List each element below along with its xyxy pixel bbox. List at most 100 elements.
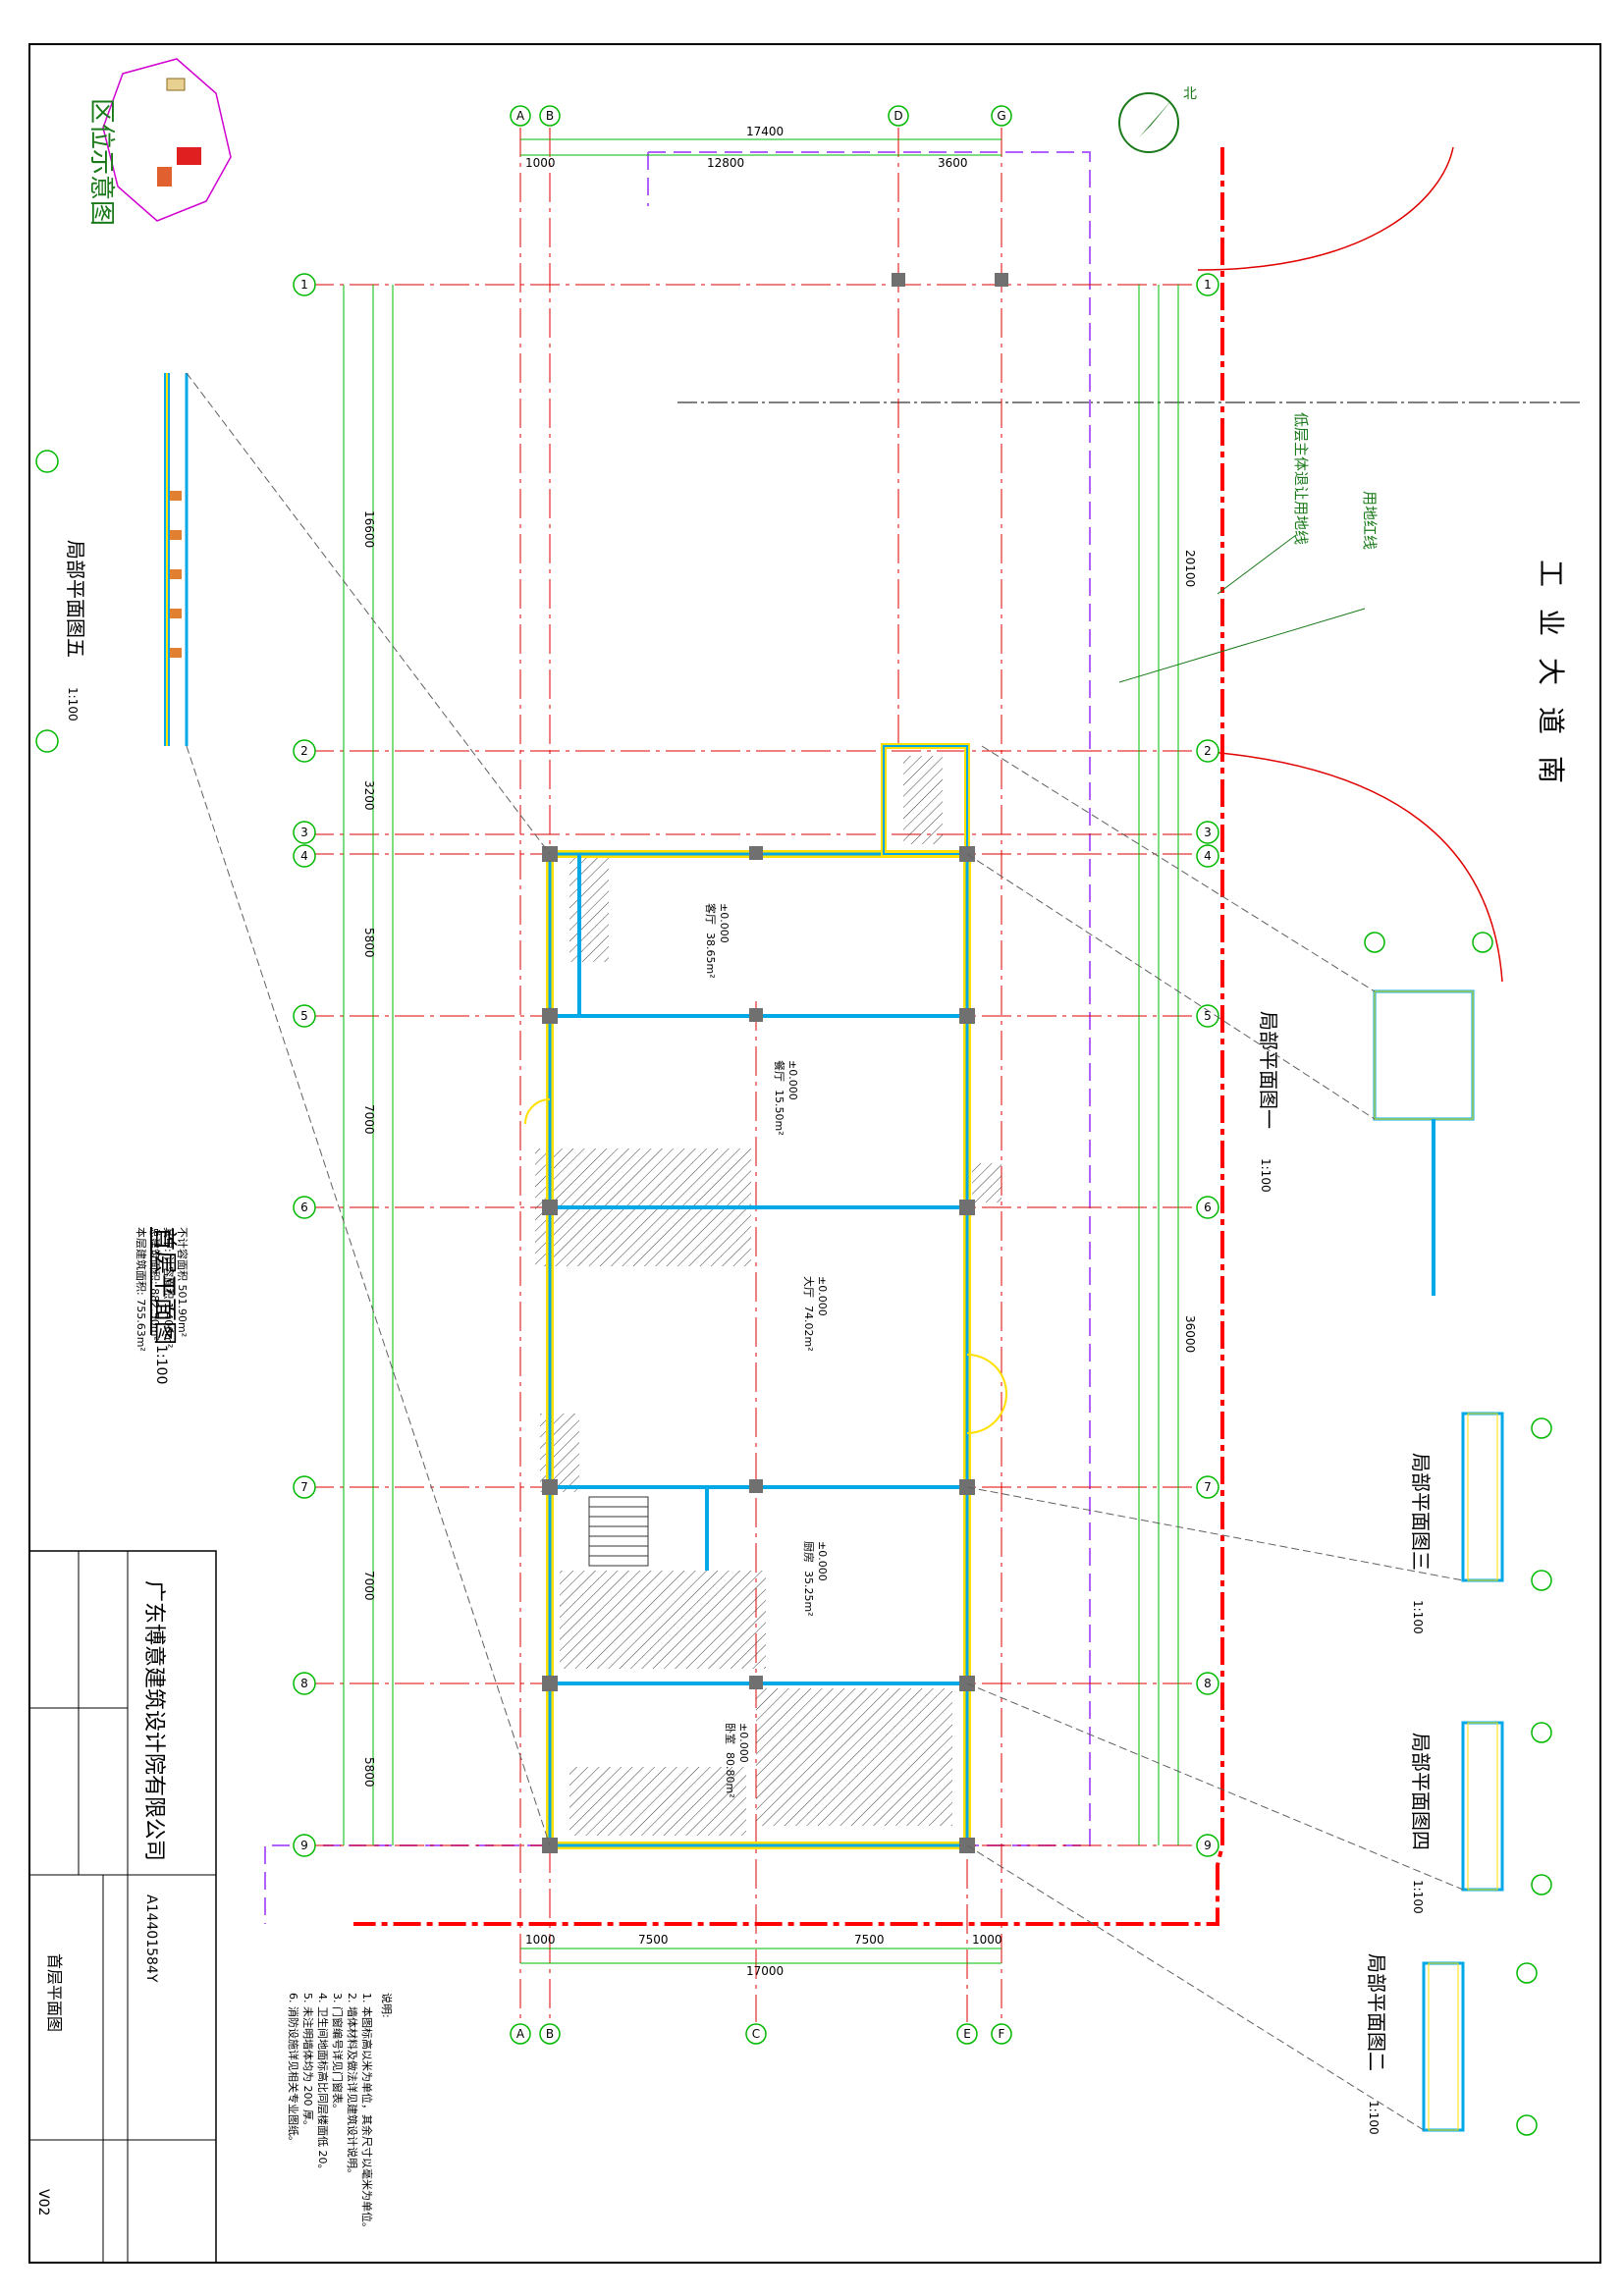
dim-bottom-part: 7500 bbox=[638, 1933, 669, 1947]
svg-text:A: A bbox=[516, 2027, 525, 2041]
grid-bubbles-bottom: A B C E F bbox=[510, 2023, 1012, 2045]
location-map: 区位示意图 bbox=[86, 58, 232, 226]
boundary-label: 用地红线 bbox=[1361, 491, 1379, 550]
detail-plan-1: 局部平面图一 1:100 bbox=[1257, 932, 1493, 1296]
building-walls bbox=[524, 273, 1008, 1853]
grid-bubbles-left: 1 2 3 4 5 6 7 8 9 bbox=[293, 273, 316, 1857]
room-dining: 餐厅 15.50m² ±0.000 bbox=[773, 1060, 799, 1136]
svg-text:±0.000: ±0.000 bbox=[718, 903, 731, 943]
road-edge bbox=[1197, 146, 1454, 271]
dim-left: 5800 bbox=[362, 928, 376, 958]
dim-bottom-part: 1000 bbox=[972, 1933, 1002, 1947]
svg-text:局部平面图一: 局部平面图一 bbox=[1257, 1011, 1280, 1129]
north-arrow-icon: 北 bbox=[1118, 86, 1197, 153]
dim-top-part: 12800 bbox=[707, 156, 744, 170]
svg-text:局部平面图三: 局部平面图三 bbox=[1409, 1453, 1433, 1571]
svg-text:1:100: 1:100 bbox=[153, 1345, 169, 1384]
svg-text:6: 6 bbox=[300, 1201, 308, 1214]
title-block: 广东博意建筑设计院有限公司 A14401584Y 首层平面图 V02 bbox=[28, 1550, 217, 2264]
general-notes: 说明: 1. 本图标高以米为单位，其余尺寸以毫米为单位。 2. 墙体材料及做法详… bbox=[287, 1993, 394, 2233]
svg-text:2: 2 bbox=[1204, 744, 1212, 758]
svg-text:7: 7 bbox=[300, 1480, 308, 1494]
area-notes: 本层建筑面积: 755.63m² 总建筑面积: 882.50m² 其中: 计容面… bbox=[135, 1227, 189, 1352]
dim-left: 5800 bbox=[362, 1757, 376, 1788]
svg-text:D: D bbox=[893, 109, 902, 123]
svg-text:9: 9 bbox=[300, 1839, 308, 1852]
svg-text:1:100: 1:100 bbox=[1259, 1158, 1272, 1193]
svg-text:F: F bbox=[999, 2027, 1005, 2041]
dim-right-mid: 36000 bbox=[1183, 1315, 1197, 1353]
svg-text:4: 4 bbox=[300, 849, 308, 863]
svg-text:±0.000: ±0.000 bbox=[816, 1541, 829, 1581]
svg-text:74.02m²: 74.02m² bbox=[802, 1306, 815, 1352]
dim-left: 7000 bbox=[362, 1104, 376, 1135]
dim-top-total: 17400 bbox=[746, 125, 784, 138]
svg-text:2: 2 bbox=[300, 744, 308, 758]
svg-text:本层建筑面积: 755.63m²: 本层建筑面积: 755.63m² bbox=[135, 1227, 148, 1352]
svg-text:1. 本图标高以米为单位，其余尺寸以毫米为单位。: 1. 本图标高以米为单位，其余尺寸以毫米为单位。 bbox=[360, 1993, 374, 2233]
road-name: 工业大道南 bbox=[1535, 560, 1567, 805]
svg-text:大厅: 大厅 bbox=[802, 1276, 816, 1298]
svg-text:总建筑面积: 882.50m²: 总建筑面积: 882.50m² bbox=[148, 1227, 162, 1341]
dim-bottom-part: 1000 bbox=[525, 1933, 556, 1947]
company-name: 广东博意建筑设计院有限公司 bbox=[141, 1580, 166, 1861]
dim-left: 3200 bbox=[362, 780, 376, 811]
dim-top-part: 1000 bbox=[525, 156, 556, 170]
detail-leaders bbox=[186, 372, 1464, 2131]
svg-text:E: E bbox=[963, 2027, 971, 2041]
svg-text:2. 墙体材料及做法详见建筑设计说明。: 2. 墙体材料及做法详见建筑设计说明。 bbox=[346, 1993, 359, 2179]
detail-plan-2: 局部平面图二 1:100 bbox=[1365, 1953, 1538, 2136]
svg-text:B: B bbox=[546, 109, 554, 123]
svg-text:1: 1 bbox=[1204, 278, 1212, 292]
svg-text:说明:: 说明: bbox=[380, 1993, 394, 2018]
svg-text:A: A bbox=[516, 109, 525, 123]
svg-text:±0.000: ±0.000 bbox=[737, 1723, 750, 1763]
dim-top-part: 3600 bbox=[938, 156, 968, 170]
svg-text:5: 5 bbox=[1204, 1009, 1212, 1023]
svg-text:3: 3 bbox=[300, 826, 308, 839]
svg-text:3. 门窗编号详见门窗表。: 3. 门窗编号详见门窗表。 bbox=[331, 1993, 345, 2114]
svg-text:局部平面图二: 局部平面图二 bbox=[1365, 1953, 1388, 2071]
svg-text:80.80m²: 80.80m² bbox=[724, 1752, 736, 1798]
svg-text:局部平面图五: 局部平面图五 bbox=[64, 540, 87, 658]
svg-text:8: 8 bbox=[300, 1677, 308, 1690]
sheet-border bbox=[28, 43, 1601, 2264]
svg-text:±0.000: ±0.000 bbox=[786, 1060, 799, 1100]
svg-text:7: 7 bbox=[1204, 1480, 1212, 1494]
svg-text:±0.000: ±0.000 bbox=[816, 1276, 829, 1316]
svg-text:餐厅: 餐厅 bbox=[773, 1060, 786, 1082]
dimension-texts: 17400 1000 12800 3600 17000 1000 7500 75… bbox=[362, 125, 1197, 1978]
setback-label: 低层主体退让用地线 bbox=[1292, 412, 1310, 545]
svg-text:低层主体退让用地线: 低层主体退让用地线 bbox=[1292, 412, 1310, 545]
version: V02 bbox=[35, 2189, 51, 2216]
svg-text:5. 未注明墙体均为 200 厚。: 5. 未注明墙体均为 200 厚。 bbox=[301, 1993, 315, 2131]
svg-text:15.50m²: 15.50m² bbox=[773, 1090, 785, 1136]
svg-text:1:100: 1:100 bbox=[1411, 1880, 1425, 1914]
svg-text:其中: 计容面积 1,400m²: 其中: 计容面积 1,400m² bbox=[162, 1227, 176, 1348]
svg-text:用地红线: 用地红线 bbox=[1361, 491, 1379, 550]
svg-text:1:100: 1:100 bbox=[1411, 1600, 1425, 1634]
grid-bubbles-right: 1 2 3 4 5 6 7 8 9 bbox=[1196, 273, 1219, 1857]
svg-text:局部平面图四: 局部平面图四 bbox=[1409, 1733, 1433, 1850]
room-hall: 大厅 74.02m² ±0.000 bbox=[802, 1276, 829, 1352]
svg-text:4: 4 bbox=[1204, 849, 1212, 863]
dimension-lines bbox=[343, 138, 1179, 1964]
svg-text:不计容面积 501.90m²: 不计容面积 501.90m² bbox=[176, 1227, 189, 1337]
svg-text:卧室: 卧室 bbox=[724, 1723, 737, 1744]
svg-text:1: 1 bbox=[300, 278, 308, 292]
svg-text:首层平面图: 首层平面图 bbox=[151, 1227, 179, 1345]
svg-text:工业大道南: 工业大道南 bbox=[1535, 560, 1567, 805]
north-label: 北 bbox=[1183, 86, 1197, 102]
svg-text:35.25m²: 35.25m² bbox=[802, 1571, 815, 1617]
svg-text:6. 消防设施详见相关专业图纸。: 6. 消防设施详见相关专业图纸。 bbox=[287, 1993, 300, 2147]
svg-text:1:100: 1:100 bbox=[66, 687, 80, 721]
dim-left: 16600 bbox=[362, 510, 376, 548]
svg-text:9: 9 bbox=[1204, 1839, 1212, 1852]
dim-left: 7000 bbox=[362, 1571, 376, 1601]
svg-text:B: B bbox=[546, 2027, 554, 2041]
detail-plan-5: 局部平面图五 1:100 bbox=[35, 373, 189, 753]
